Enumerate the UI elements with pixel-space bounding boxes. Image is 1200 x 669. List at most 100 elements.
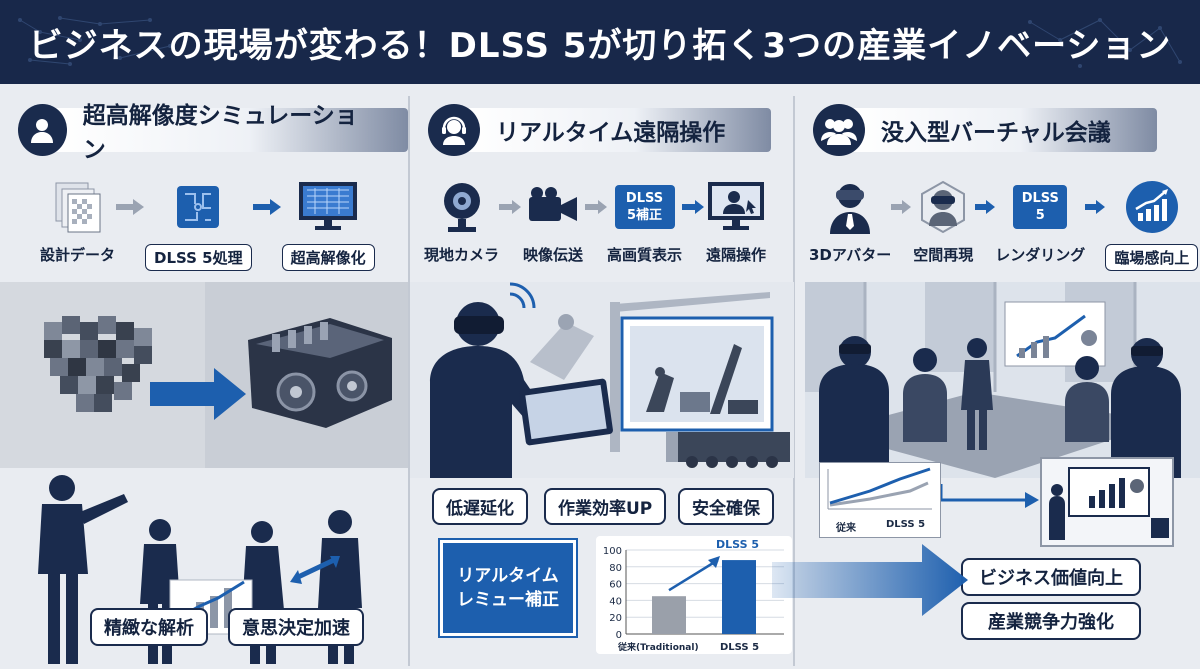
panel-remote-operation: リアルタイム遠隔操作 現地カメラ 映像伝送 DLSS 5補正 高画質表示 [410, 96, 795, 666]
bar-chart-svg: 100 80 60 40 20 0従来(Traditional) DLSS 5 DLSS 5 [603, 538, 784, 653]
group-icon [813, 104, 865, 156]
arrow-right-icon [682, 176, 705, 238]
panel-virtual-meeting: 没入型バーチャル会議 3Dアバター 空間再現 DLSS 5 レンダリング [795, 96, 1200, 666]
step-super-resolution: 超高解像化 [281, 176, 375, 271]
monitor-icon [296, 176, 360, 238]
arrow-right-icon [1085, 176, 1106, 238]
tick-label: 0 [616, 630, 622, 641]
documents-icon [46, 176, 110, 238]
remote-operator-illustration [410, 282, 794, 478]
meeting-room-illustration [805, 282, 1200, 478]
panel-header: 没入型バーチャル会議 [813, 104, 1157, 156]
panel-heading: 超高解像度シミュレーション [54, 103, 408, 163]
monitor-operator-icon [704, 176, 768, 238]
mini-chart-lines [827, 467, 932, 510]
wifi-icon [509, 292, 526, 309]
outcome-business-value: ビジネス価値向上 [961, 558, 1141, 596]
badge-decision-speed: 意思決定加速 [228, 608, 364, 646]
arrow-right-icon [499, 176, 522, 238]
step-label: 高画質表示 [607, 246, 683, 264]
mini-chart-label-new: DLSS 5 [886, 519, 926, 530]
attendees-silhouettes [819, 336, 1181, 478]
badge-safety: 安全確保 [678, 488, 774, 525]
camera-icon [430, 176, 494, 238]
step-label: 遠隔操作 [706, 246, 767, 264]
step-camera: 現地カメラ [424, 176, 499, 265]
arrow-right-icon [891, 176, 912, 238]
dlss-render-box: DLSS 5 [1008, 176, 1072, 238]
step-label: 臨場感向上 [1105, 244, 1199, 271]
category-label: DLSS 5 [720, 642, 759, 653]
tablet-icon [519, 378, 613, 446]
step-remote-control: 遠隔操作 [704, 176, 768, 265]
bar-1 [722, 560, 756, 634]
arrow-right-icon [941, 484, 1039, 508]
virtual-scene-icon [1040, 457, 1174, 547]
panel-header: 超高解像度シミュレーション [18, 103, 408, 163]
tick-label: 80 [609, 563, 622, 574]
title-bar: ビジネスの現場が変わる！DLSS 5が切り拓く3つの産業イノベーション [0, 0, 1200, 84]
step-label: レンダリング [995, 246, 1086, 264]
panel-heading: 没入型バーチャル会議 [853, 108, 1157, 152]
badge-precise-analysis: 精緻な解析 [90, 608, 208, 646]
step-label: 空間再現 [913, 246, 974, 264]
step-transmission: 映像伝送 [521, 176, 585, 265]
panel-heading: リアルタイム遠隔操作 [468, 108, 772, 152]
mini-chart-label-old: 従来 [836, 523, 856, 534]
arrow-right-icon [150, 368, 246, 420]
step-label: DLSS 5処理 [145, 244, 252, 271]
vr-headset-icon [911, 176, 975, 238]
arrow-right-icon [252, 176, 282, 238]
step-label: 映像伝送 [523, 246, 584, 264]
big-arrow-right-icon [772, 544, 968, 616]
outcome-competitiveness: 産業競争力強化 [961, 602, 1141, 640]
step-rendering: DLSS 5 レンダリング [995, 176, 1085, 265]
category-label: 従来(Traditional) [617, 641, 699, 653]
step-label: 超高解像化 [281, 244, 375, 271]
tick-label: 20 [609, 613, 622, 624]
mini-comparison-chart: 従来 DLSS 5 [819, 462, 941, 538]
panel-simulation: 超高解像度シミュレーション 設計データ DLSS 5処理 超高解像化 [0, 96, 410, 666]
tick-label: 60 [609, 580, 622, 591]
step-dlss-process: DLSS 5処理 [145, 176, 252, 271]
arrow-right-icon [585, 176, 608, 238]
detailed-engine [248, 318, 392, 428]
dlss-correction-box: DLSS 5補正 [613, 176, 677, 238]
panel-header: リアルタイム遠隔操作 [428, 104, 772, 156]
tick-label: 40 [609, 596, 622, 607]
arrow-right-icon [115, 176, 145, 238]
step-space-reproduction: 空間再現 [911, 176, 975, 265]
vr-avatar-icon [818, 176, 882, 238]
bar-0 [652, 596, 686, 634]
growth-chart-icon [1120, 176, 1184, 238]
process-flow: 現地カメラ 映像伝送 DLSS 5補正 高画質表示 遠隔操作 [424, 176, 768, 265]
headset-icon [428, 104, 480, 156]
pixelated-engine [44, 316, 152, 412]
chip-icon [166, 176, 230, 238]
video-camera-icon [521, 176, 585, 238]
step-hq-display: DLSS 5補正 高画質表示 [607, 176, 682, 265]
arrow-right-icon [975, 176, 996, 238]
page-title: ビジネスの現場が変わる！DLSS 5が切り拓く3つの産業イノベーション [28, 25, 1172, 66]
operator-silhouette [430, 302, 554, 478]
badge-efficiency: 作業効率UP [544, 488, 667, 525]
data-label: DLSS 5 [716, 538, 759, 551]
step-label: 3Dアバター [809, 246, 892, 264]
person-icon [18, 104, 67, 156]
step-design-data: 設計データ [40, 176, 115, 265]
tick-label: 100 [603, 546, 622, 557]
process-flow: 設計データ DLSS 5処理 超高解像化 [40, 176, 375, 271]
step-label: 設計データ [40, 246, 116, 264]
engine-comparison-illustration [0, 282, 408, 468]
dot-pattern [18, 16, 172, 66]
badge-low-latency: 低遅延化 [432, 488, 528, 525]
arrow-head-icon [708, 556, 720, 568]
process-flow: 3Dアバター 空間再現 DLSS 5 レンダリング 臨場感向上 [809, 176, 1199, 271]
realtime-correction-callout: リアルタイム レミュー補正 [438, 538, 578, 638]
step-label: 現地カメラ [424, 246, 500, 264]
trend-arrow [668, 558, 719, 592]
step-3d-avatar: 3Dアバター [809, 176, 891, 265]
dot-pattern [1028, 18, 1182, 68]
step-presence: 臨場感向上 [1105, 176, 1199, 271]
